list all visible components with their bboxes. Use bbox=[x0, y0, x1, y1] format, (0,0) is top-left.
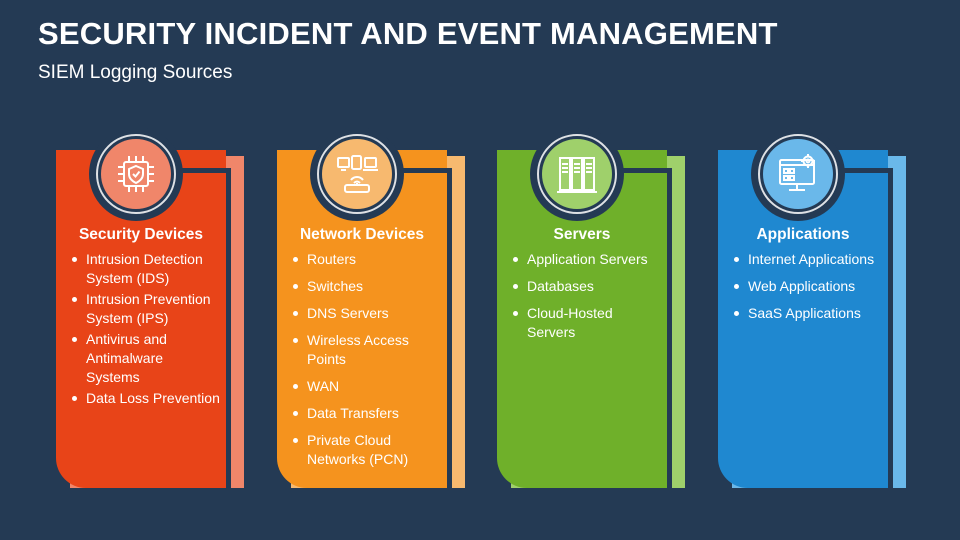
list-item: Internet Applications bbox=[732, 250, 882, 269]
card-applications: Applications Internet Applications Web A… bbox=[718, 127, 906, 488]
card-item-list: Internet Applications Web Applications S… bbox=[732, 250, 882, 331]
list-item: Web Applications bbox=[732, 277, 882, 296]
list-item: Routers bbox=[291, 250, 441, 269]
page-subtitle: SIEM Logging Sources bbox=[38, 62, 233, 83]
list-item: DNS Servers bbox=[291, 304, 441, 323]
security-chip-icon bbox=[118, 156, 154, 192]
card-security-devices: Security Devices Intrusion Detection Sys… bbox=[56, 127, 244, 488]
list-item: Application Servers bbox=[511, 250, 661, 269]
list-item: Databases bbox=[511, 277, 661, 296]
card-title: Servers bbox=[553, 226, 611, 243]
list-item: Data Transfers bbox=[291, 404, 441, 423]
list-item: SaaS Applications bbox=[732, 304, 882, 323]
card-item-list: Intrusion Detection System (IDS) Intrusi… bbox=[70, 250, 220, 410]
list-item: Intrusion Detection System (IDS) bbox=[70, 250, 220, 288]
list-item: Private Cloud Networks (PCN) bbox=[291, 431, 441, 469]
list-item: Data Loss Prevention bbox=[70, 389, 220, 408]
card-item-list: Routers Switches DNS Servers Wireless Ac… bbox=[291, 250, 441, 477]
card-icon-badge bbox=[530, 127, 624, 221]
card-icon-badge bbox=[310, 127, 404, 221]
card-network-devices: Network Devices Routers Switches DNS Ser… bbox=[277, 127, 465, 488]
card-servers: Servers Application Servers Databases Cl… bbox=[497, 127, 685, 488]
page-title: SECURITY INCIDENT AND EVENT MANAGEMENT bbox=[38, 16, 778, 51]
server-rack-icon bbox=[557, 157, 597, 193]
list-item: WAN bbox=[291, 377, 441, 396]
list-item: Antivirus and Antimalware Systems bbox=[70, 330, 220, 387]
list-item: Switches bbox=[291, 277, 441, 296]
card-title: Network Devices bbox=[299, 226, 425, 243]
list-item: Wireless Access Points bbox=[291, 331, 441, 369]
network-devices-icon bbox=[337, 155, 378, 193]
card-icon-badge bbox=[751, 127, 845, 221]
card-title: Security Devices bbox=[78, 226, 204, 243]
card-icon-badge bbox=[89, 127, 183, 221]
card-item-list: Application Servers Databases Cloud-Host… bbox=[511, 250, 661, 350]
app-monitor-gear-icon bbox=[779, 154, 815, 191]
card-title: Applications bbox=[756, 226, 850, 243]
list-item: Intrusion Prevention System (IPS) bbox=[70, 290, 220, 328]
list-item: Cloud-Hosted Servers bbox=[511, 304, 661, 342]
